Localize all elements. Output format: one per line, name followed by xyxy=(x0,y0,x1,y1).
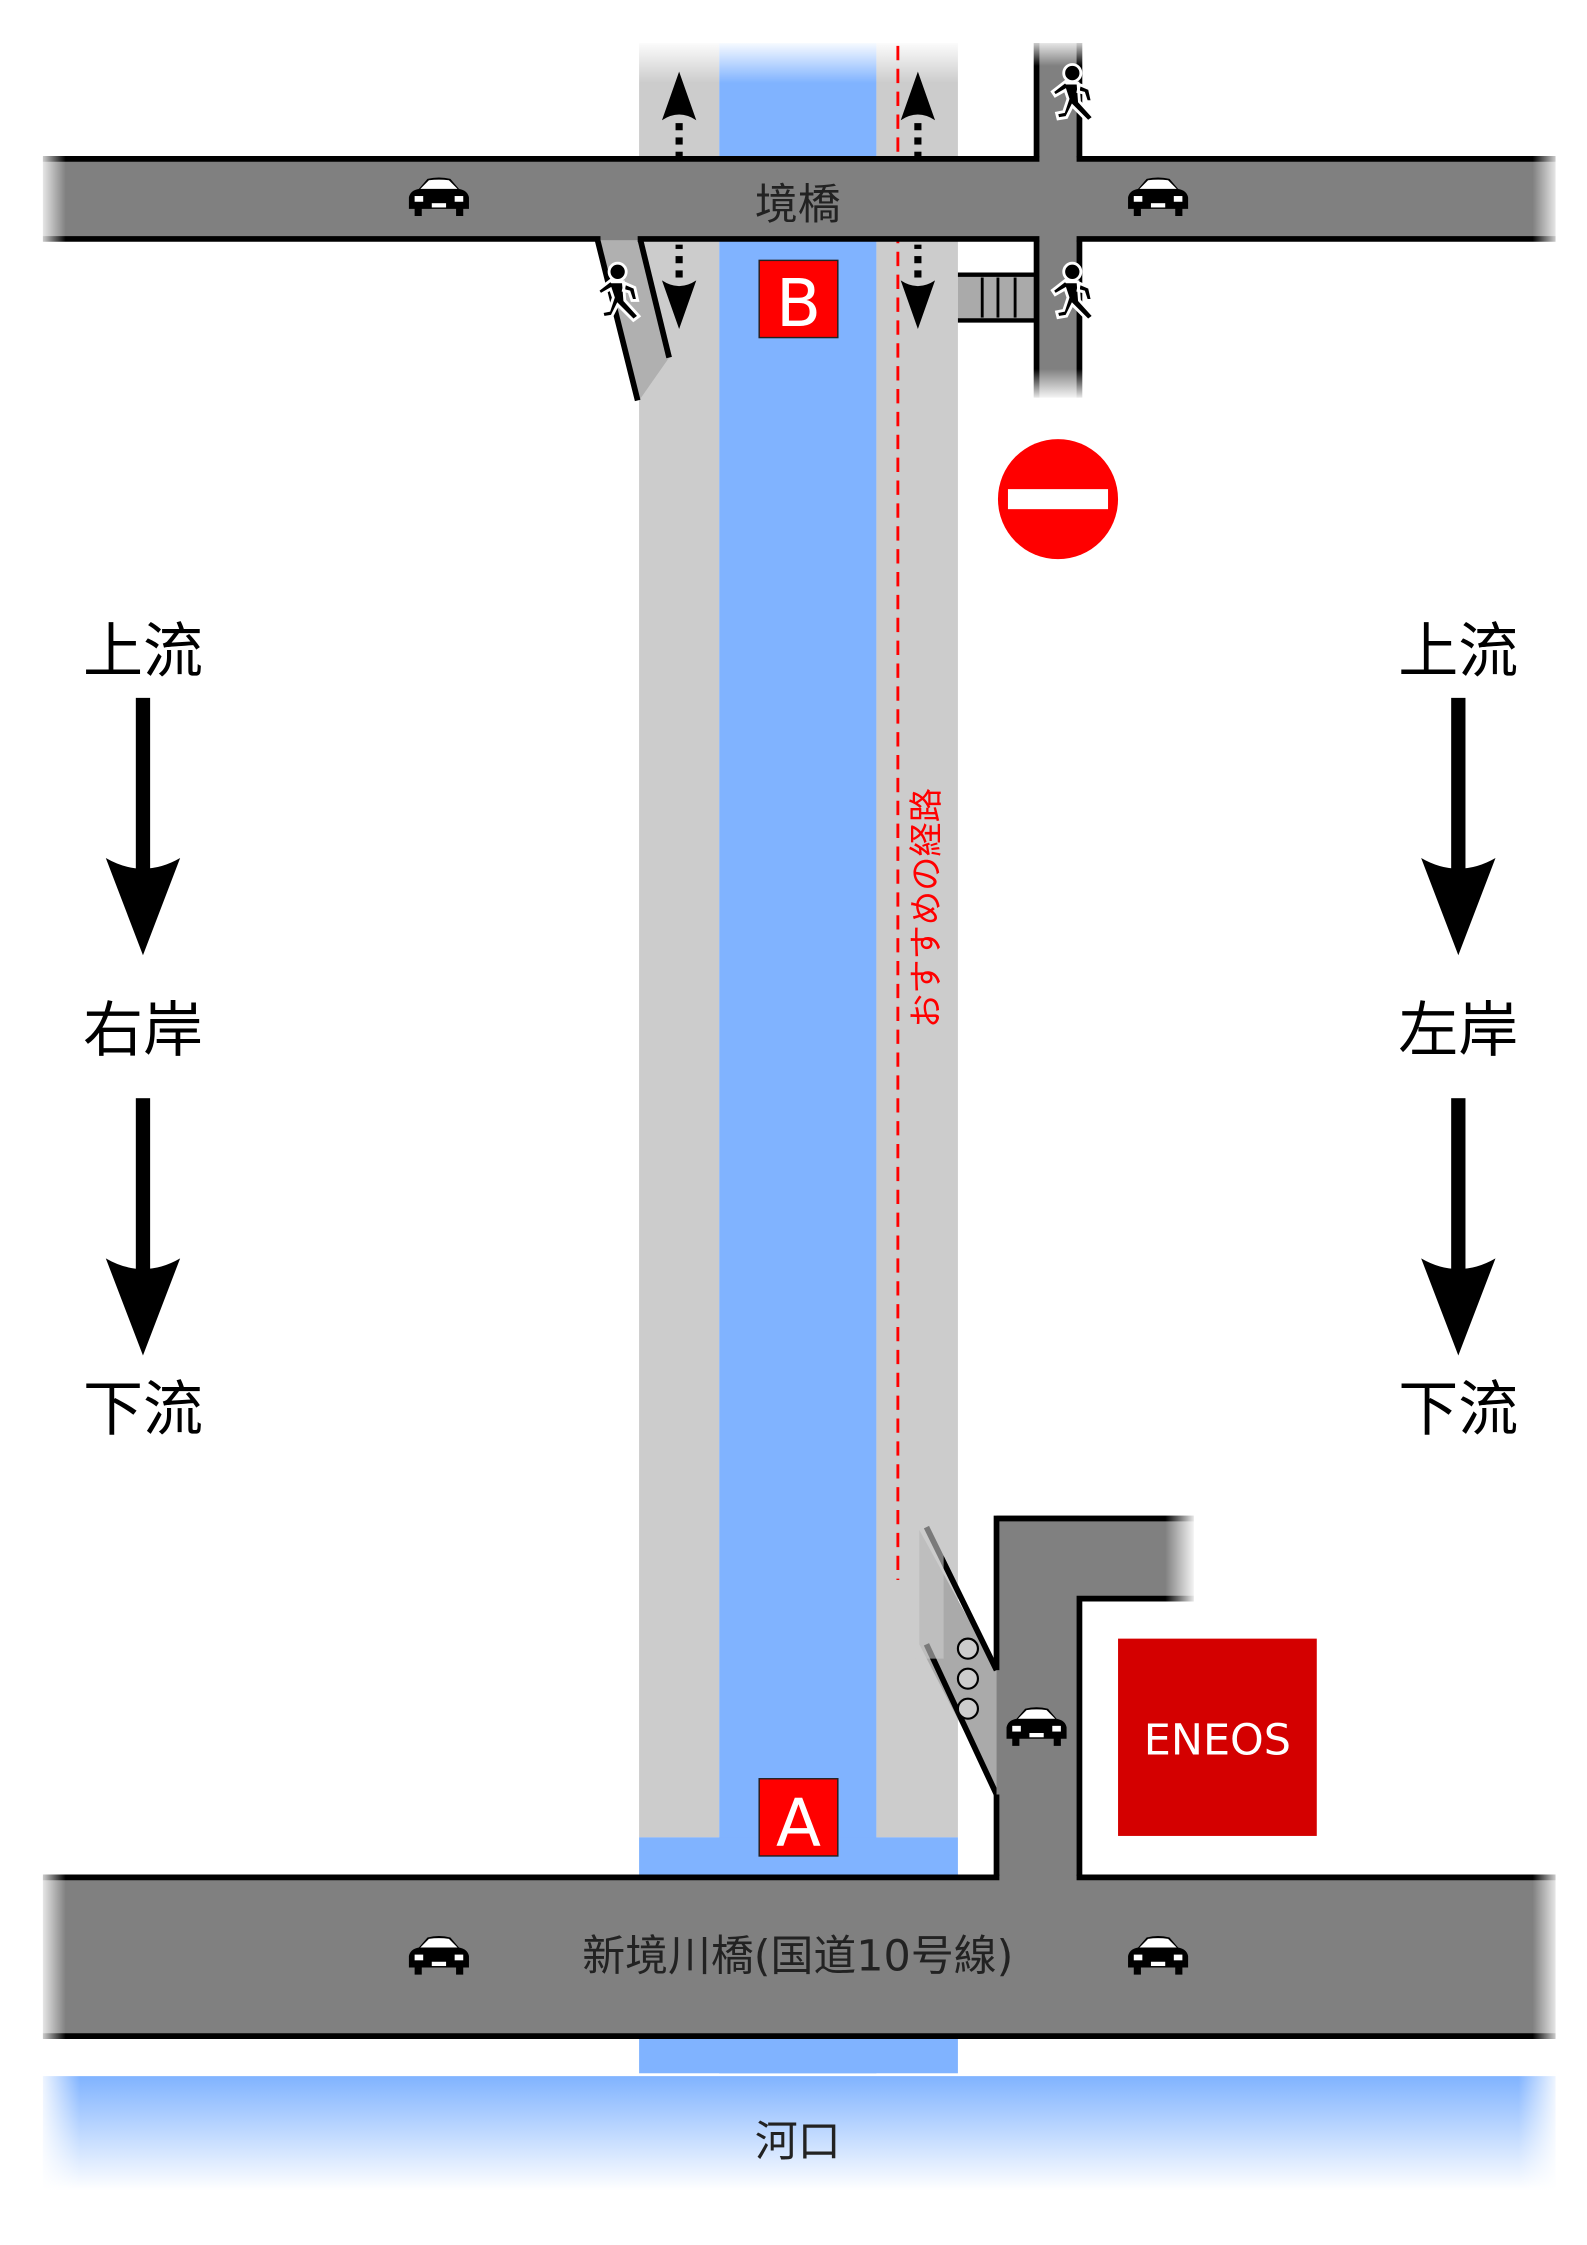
left-flow-legend: 上流 右岸 下流 xyxy=(83,617,203,1445)
no-entry-sign-icon xyxy=(997,439,1119,560)
traffic-light-icon xyxy=(956,1637,980,1720)
left-downstream-label: 下流 xyxy=(83,1375,203,1445)
arrow-down-icon xyxy=(105,1258,181,1356)
bottom-road xyxy=(37,1870,1562,2042)
marker-b xyxy=(758,259,839,339)
left-bank-label: 右岸 xyxy=(83,996,203,1066)
arrow-down-icon xyxy=(105,858,181,956)
eneos-label: ENEOS xyxy=(1144,1715,1291,1765)
arrow-down-icon xyxy=(1421,1258,1496,1356)
right-downstream-label: 下流 xyxy=(1398,1375,1518,1445)
right-bank-label: 左岸 xyxy=(1398,996,1518,1066)
river-water xyxy=(719,43,877,2074)
right-flow-legend: 上流 左岸 下流 xyxy=(1398,617,1518,1445)
marker-a-label: A xyxy=(776,1785,821,1862)
right-upstream-label: 上流 xyxy=(1398,617,1518,687)
bridge-top-label: 境橋 xyxy=(755,180,841,230)
marker-a xyxy=(758,1778,839,1857)
side-road-bottom xyxy=(993,1508,1197,1881)
arrow-down-icon xyxy=(1421,858,1496,956)
estuary-water xyxy=(42,2076,1556,2191)
marker-b-label: B xyxy=(776,265,821,342)
left-upstream-label: 上流 xyxy=(83,617,203,687)
bridge-bottom-label: 新境川橋(国道10号線) xyxy=(582,1931,1013,1981)
top-road xyxy=(37,150,1562,248)
eneos-station xyxy=(1118,1638,1317,1836)
recommended-route-label: おすすめの経路 xyxy=(907,788,947,1028)
estuary-label: 河口 xyxy=(755,2117,841,2167)
